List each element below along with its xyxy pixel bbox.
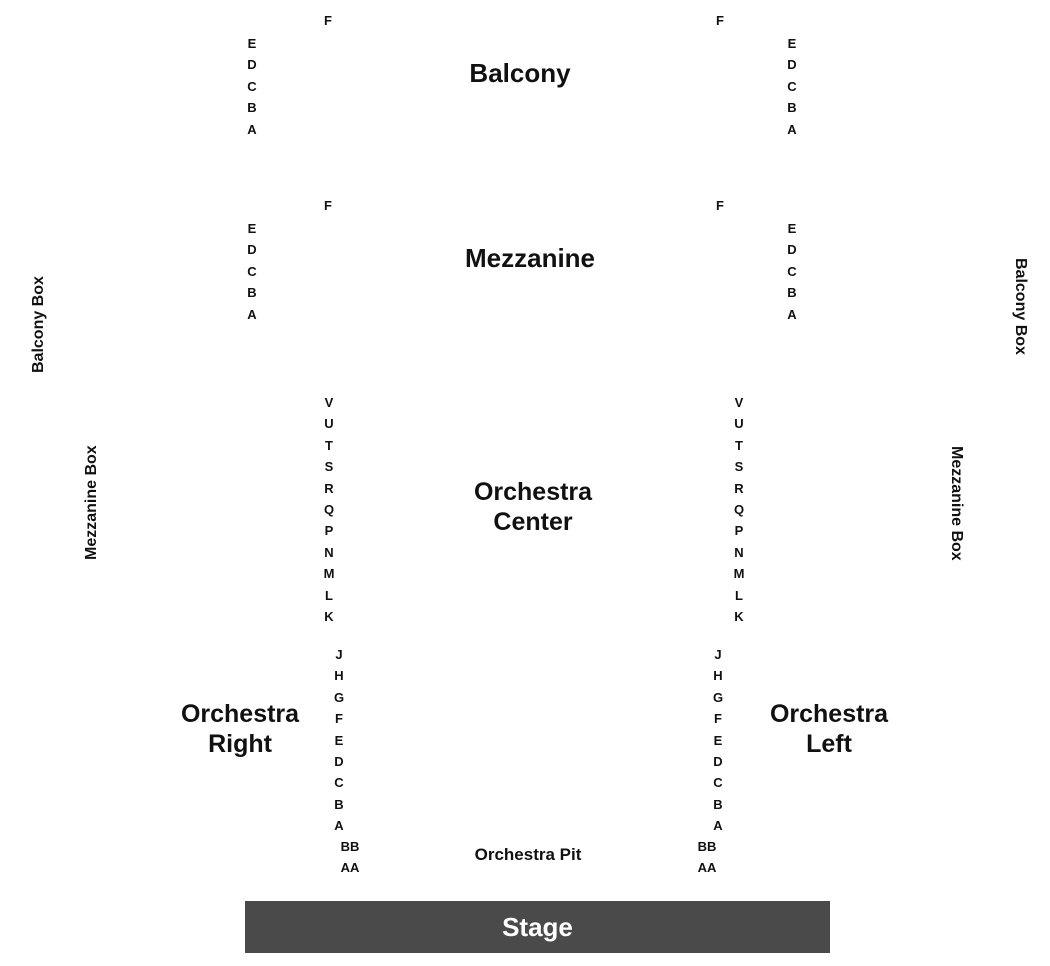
row-letter: D: [247, 57, 257, 73]
section-orchestra-pit[interactable]: Orchestra Pit: [474, 845, 582, 864]
pit-rows-right: BB AA: [687, 836, 727, 879]
orchestra-left-label-line1: Orchestra: [769, 700, 889, 728]
row-letter: D: [334, 754, 344, 770]
row-letter: AA: [697, 860, 717, 876]
row-letter: B: [787, 285, 797, 301]
row-letter: H: [713, 668, 723, 684]
row-letter: P: [324, 523, 334, 539]
row-letter: A: [787, 121, 797, 137]
mezzanine-row-f-left: F: [324, 198, 332, 213]
row-letter: B: [247, 285, 257, 301]
section-orchestra-center[interactable]: Orchestra Center: [443, 477, 623, 537]
row-letter: AA: [340, 860, 360, 876]
row-letter: B: [247, 100, 257, 116]
balcony-row-f-left: F: [324, 13, 332, 28]
stage: Stage: [245, 901, 830, 953]
row-letter: C: [247, 78, 257, 94]
row-letter: E: [787, 221, 797, 236]
row-letter: BB: [697, 839, 717, 854]
mezzanine-box-right[interactable]: Mezzanine Box: [948, 446, 965, 561]
orchestra-left-label-line2: Left: [806, 730, 852, 758]
row-letter: G: [712, 689, 724, 705]
row-letter: C: [247, 263, 257, 279]
row-letter: D: [247, 242, 257, 258]
row-letter: Q: [323, 502, 335, 518]
row-letter: D: [787, 242, 797, 258]
row-letter: E: [713, 732, 723, 748]
row-letter: A: [247, 121, 257, 137]
stage-label: Stage: [502, 911, 573, 942]
row-letter: J: [714, 647, 722, 662]
mezzanine-box-left[interactable]: Mezzanine Box: [83, 445, 100, 560]
row-letter: T: [325, 437, 333, 453]
row-letter: M: [323, 566, 335, 582]
row-letter: P: [734, 523, 744, 539]
row-letter: BB: [340, 839, 360, 854]
row-letter: C: [713, 775, 723, 791]
row-letter: U: [734, 416, 744, 432]
row-letter: C: [787, 78, 797, 94]
row-letter: B: [787, 100, 797, 116]
orchestra-center-label-line2: Center: [493, 508, 573, 536]
row-letter: L: [325, 587, 333, 603]
row-letter: V: [324, 395, 334, 410]
row-letter: S: [324, 459, 334, 475]
row-letter: T: [735, 437, 743, 453]
row-letter: L: [735, 587, 743, 603]
row-letter: C: [787, 263, 797, 279]
row-letter: H: [334, 668, 344, 684]
row-letter: V: [734, 395, 744, 410]
section-orchestra-left[interactable]: Orchestra Left: [749, 699, 909, 759]
row-letter: D: [713, 754, 723, 770]
row-letter: K: [734, 609, 744, 625]
row-letter: D: [787, 57, 797, 73]
row-letter: Q: [733, 502, 745, 518]
row-letter: E: [334, 732, 344, 748]
balcony-row-f-right: F: [716, 13, 724, 28]
section-orchestra-right[interactable]: Orchestra Right: [160, 699, 320, 759]
balcony-box-right[interactable]: Balcony Box: [1012, 258, 1029, 355]
row-letter: K: [324, 609, 334, 625]
row-letter: E: [787, 36, 797, 51]
row-letter: A: [787, 306, 797, 322]
row-letter: A: [334, 818, 344, 834]
row-letter: C: [334, 775, 344, 791]
row-letter: E: [247, 221, 257, 236]
row-letter: F: [335, 711, 343, 727]
orchestra-right-label-line1: Orchestra: [180, 700, 300, 728]
mezzanine-row-f-right: F: [716, 198, 724, 213]
row-letter: N: [734, 544, 744, 560]
orchestra-right-label-line2: Right: [208, 730, 272, 758]
row-letter: A: [713, 818, 723, 834]
row-letter: E: [247, 36, 257, 51]
row-letter: J: [335, 647, 343, 662]
row-letter: U: [324, 416, 334, 432]
row-letter: R: [324, 480, 334, 496]
orchestra-center-label-line1: Orchestra: [473, 478, 593, 506]
section-balcony[interactable]: Balcony: [469, 58, 571, 88]
row-letter: R: [734, 480, 744, 496]
row-letter: S: [734, 459, 744, 475]
row-letter: F: [714, 711, 722, 727]
section-mezzanine[interactable]: Mezzanine: [464, 243, 596, 273]
row-letter: N: [324, 544, 334, 560]
row-letter: B: [713, 796, 723, 812]
row-letter: M: [733, 566, 745, 582]
pit-rows-left: BB AA: [330, 836, 370, 879]
balcony-box-left[interactable]: Balcony Box: [30, 276, 47, 373]
row-letter: B: [334, 796, 344, 812]
row-letter: A: [247, 306, 257, 322]
row-letter: G: [333, 689, 345, 705]
